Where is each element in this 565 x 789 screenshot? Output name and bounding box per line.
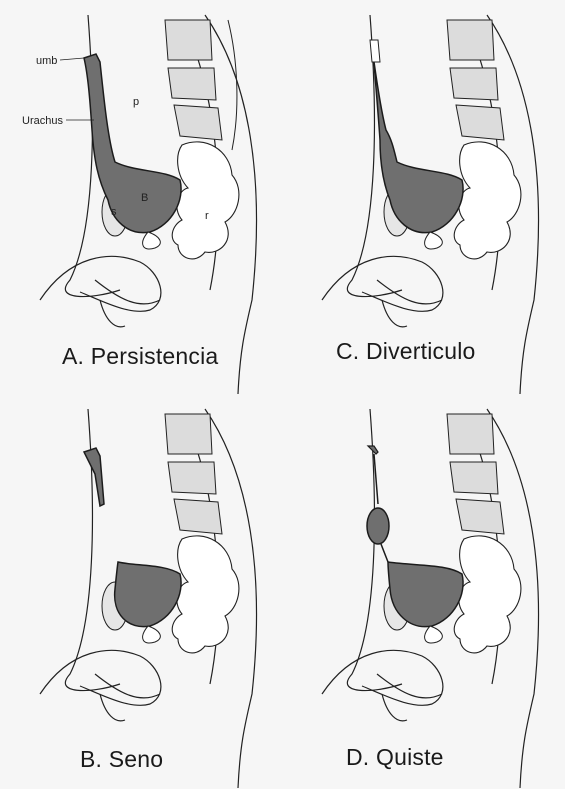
intestine [454,536,521,653]
spine [447,20,504,140]
caption-c: C. Diverticulo [336,338,476,365]
label-urachus: Urachus [22,115,63,127]
label-s: s [111,206,117,218]
label-b: B [141,192,148,204]
caption-d: D. Quiste [346,744,444,771]
caption-a: A. Persistencia [62,343,218,370]
spine [165,414,222,534]
label-r: r [205,210,209,222]
urachal-cyst [367,508,389,544]
diagram-c [282,0,564,394]
intestine [172,536,239,653]
label-p: p [133,96,139,108]
intestine [172,142,239,259]
caption-b: B. Seno [80,746,163,773]
urachal-sinus-and-bladder [84,448,181,643]
intestine [454,142,521,259]
spine [447,414,504,534]
panel-d: D. Quiste [282,394,564,788]
leader-umb [60,58,84,60]
diagram-d [282,394,564,788]
panel-b: B. Seno [0,394,282,788]
lower-body [40,650,161,720]
lower-body [322,650,443,720]
lower-body [322,256,443,326]
panel-a: umb Urachus p B s r A. Persistencia [0,0,282,394]
label-umb: umb [36,55,57,67]
lower-body [40,256,161,326]
panel-c: C. Diverticulo [282,0,564,394]
diagram-b [0,394,282,788]
urachal-cyst-and-bladder [367,446,463,643]
diagram-a: umb Urachus p B s r [0,0,282,394]
bladder-and-urachus [84,54,181,249]
spine [165,20,237,150]
